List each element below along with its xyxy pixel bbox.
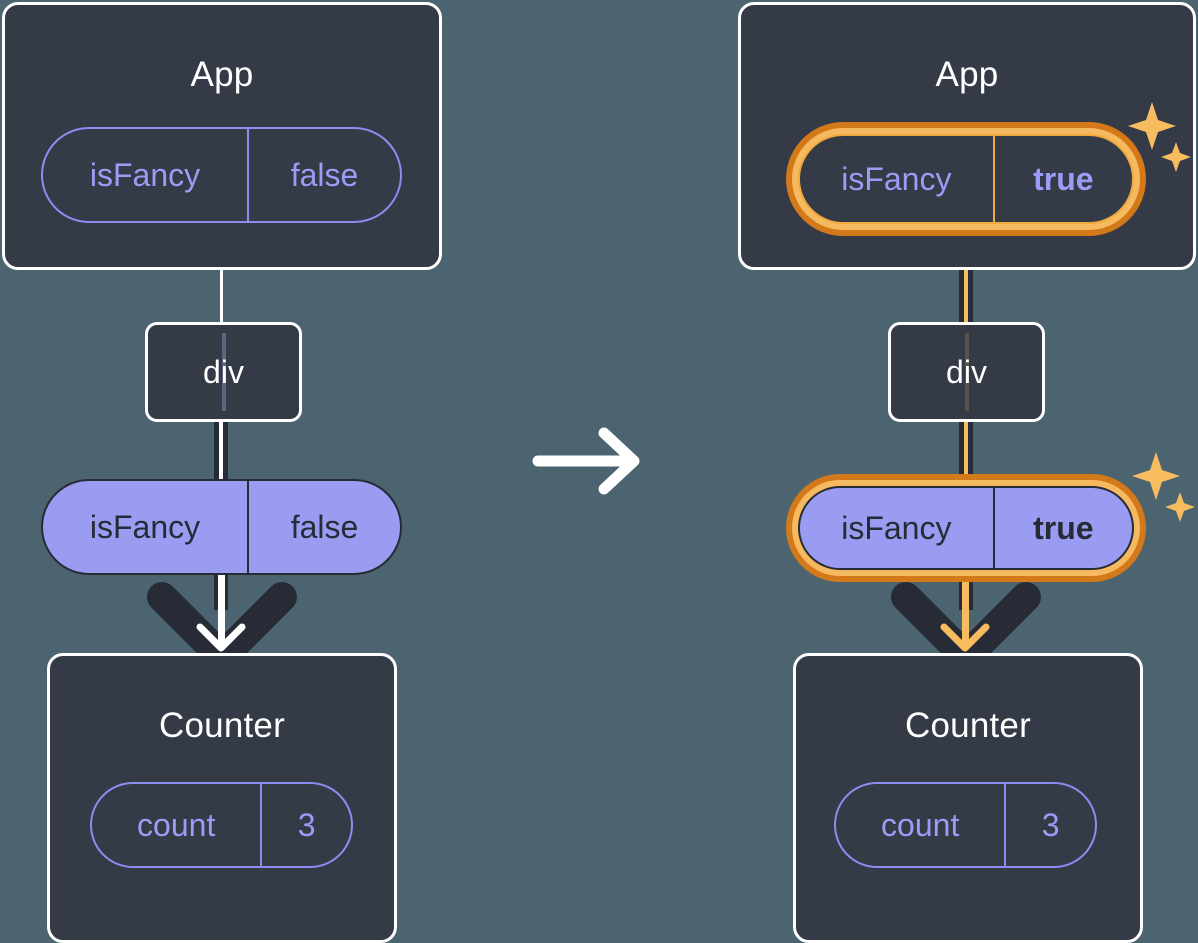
component-title-app-right: App [935,55,999,94]
sparkles-icon-props-right [1132,448,1196,534]
state-pill-key: isFancy [43,129,249,221]
state-pill-isfancy-app-left[interactable]: isFancy false [41,127,402,223]
wire-div-to-props-right [959,414,973,494]
props-pill-value: false [290,509,359,545]
state-pill-key: isFancy [800,136,995,222]
state-pill-count-counter-right[interactable]: count 3 [834,782,1097,868]
component-title-counter-left: Counter [159,706,285,745]
element-label-div-left: div [203,354,244,390]
element-label-div-right: div [946,354,987,390]
state-pill-value: true [1033,161,1094,197]
state-pill-value: false [290,157,359,193]
state-pill-key: count [92,784,263,866]
props-pill-value: true [1033,510,1094,546]
wire-passthrough-div-right [964,333,969,411]
wire-app-to-div-left [220,250,223,330]
component-title-counter-right: Counter [905,706,1031,745]
props-pill-isfancy-left[interactable]: isFancy false [41,479,402,575]
state-pill-isfancy-app-right[interactable]: isFancy true [798,134,1134,224]
state-pill-value: 3 [297,807,316,843]
element-box-div-left: div [145,322,302,422]
state-pill-value: 3 [1041,807,1060,843]
state-pill-key: count [836,784,1007,866]
sparkles-icon-app-right [1128,98,1192,184]
component-title-app-left: App [190,55,254,94]
wire-div-to-props-left [214,414,228,494]
wire-passthrough-div-left [221,333,226,411]
props-pill-key: isFancy [800,488,995,568]
element-box-div-right: div [888,322,1045,422]
state-pill-count-counter-left[interactable]: count 3 [90,782,353,868]
props-pill-key: isFancy [43,481,249,573]
arrow-right-icon [532,427,640,495]
transition-arrow [530,425,650,497]
props-pill-isfancy-right[interactable]: isFancy true [798,486,1134,570]
